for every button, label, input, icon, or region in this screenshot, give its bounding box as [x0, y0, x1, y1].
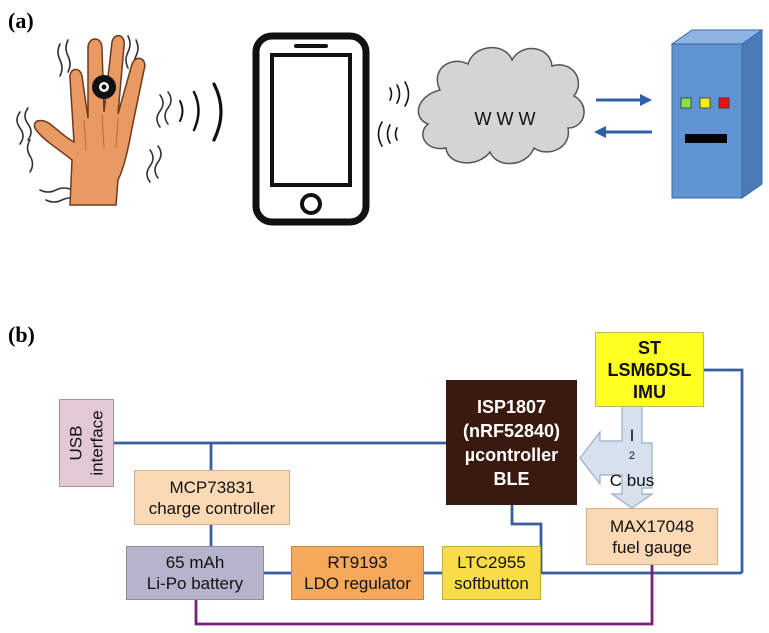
imu-line3: IMU	[633, 381, 666, 402]
mcu-block: ISP1807 (nRF52840) µcontroller BLE	[446, 380, 577, 505]
mcu-line3: µcontroller	[464, 444, 559, 465]
battery-line1: 65 mAh	[165, 553, 225, 572]
fuel-gauge-block: MAX17048 fuel gauge	[586, 508, 718, 565]
i2c-prefix: I	[629, 425, 635, 445]
imu-line2: LSM6DSL	[607, 359, 692, 380]
battery-line2: Li-Po battery	[146, 574, 244, 593]
mcu-line2: (nRF52840)	[462, 420, 561, 441]
smartphone-icon	[252, 32, 370, 226]
i2c-bus-label: I 2 C bus	[596, 426, 668, 491]
wireless-signal-icon	[179, 82, 223, 142]
i2c-sup: 2	[628, 449, 636, 462]
charge-controller-block: MCP73831 charge controller	[134, 470, 290, 525]
data-exchange-arrows	[594, 94, 652, 138]
imu-block: ST LSM6DSL IMU	[595, 332, 704, 407]
softbutton-line1: LTC2955	[457, 553, 526, 572]
hand-with-ring-icon	[16, 34, 172, 206]
imu-line1: ST	[637, 337, 661, 358]
usb-line1: USB	[66, 425, 86, 461]
purple-wire	[194, 565, 654, 626]
uplink-signal-icon	[377, 81, 410, 147]
panel-a-label: (a)	[8, 8, 34, 33]
panel-b-label: (b)	[8, 322, 35, 347]
fuel-line2: fuel gauge	[612, 537, 692, 557]
fuel-line1: MAX17048	[609, 516, 695, 536]
server-icon	[670, 29, 764, 199]
ldo-regulator-block: RT9193 LDO regulator	[291, 546, 424, 600]
i2c-suffix: C bus	[609, 471, 655, 491]
blue-wires	[114, 368, 744, 575]
charger-line2: charge controller	[148, 498, 276, 518]
cloud-icon	[417, 46, 585, 165]
ldo-line1: RT9193	[327, 553, 388, 572]
battery-block: 65 mAh Li-Po battery	[126, 546, 264, 600]
softbutton-line2: softbutton	[454, 574, 529, 593]
usb-line2: interface	[87, 410, 107, 476]
softbutton-block: LTC2955 softbutton	[442, 546, 541, 600]
cloud-label: W W W	[474, 108, 536, 129]
ldo-line2: LDO regulator	[304, 574, 411, 593]
charger-line1: MCP73831	[169, 477, 255, 497]
mcu-line1: ISP1807	[476, 396, 547, 417]
mcu-line4: BLE	[493, 468, 530, 489]
usb-interface-block: USB interface	[59, 399, 114, 487]
